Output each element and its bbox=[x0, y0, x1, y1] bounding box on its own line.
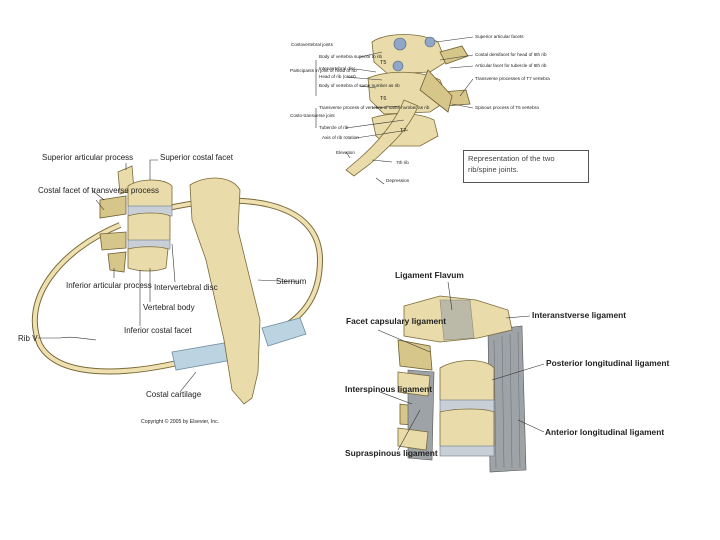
label-superior-facets: Superior articular facets bbox=[475, 34, 524, 39]
vertebra-mark-t5: T5 bbox=[380, 60, 386, 66]
superior-facet-mark bbox=[424, 36, 436, 48]
label-superior-costal: Superior costal facet bbox=[160, 153, 234, 162]
label-interspinous: Interspinous ligament bbox=[345, 384, 432, 394]
label-body-superior: Body of vertebra superior to rib bbox=[319, 54, 383, 59]
label-costotransverse: Costo-transverse joint bbox=[290, 113, 335, 118]
label-rib-v: Rib V bbox=[18, 334, 38, 343]
sternum bbox=[189, 177, 261, 405]
spinous-processes bbox=[397, 371, 431, 451]
label-transverse-same: Transverse process of vertebra of same n… bbox=[319, 105, 430, 110]
right-leader-lines bbox=[377, 281, 545, 451]
label-ligament-flavum: Ligament Flavum bbox=[395, 270, 464, 280]
disc-ligament-lower bbox=[439, 445, 495, 457]
superior-facet-mark bbox=[393, 37, 407, 51]
caption-text: Representation of the two rib/spine join… bbox=[468, 154, 555, 174]
spinous-process bbox=[419, 69, 453, 113]
label-superior-articular: Superior articular process bbox=[42, 153, 133, 162]
costal-cartilage-back bbox=[261, 317, 307, 347]
rib-v-inner bbox=[32, 223, 231, 374]
label-body-same: Body of vertebra of same number as rib bbox=[319, 83, 400, 88]
right-diagram: Ligament Flavum Interanstverse ligament … bbox=[345, 270, 670, 473]
ligament-fibers bbox=[493, 331, 521, 469]
inferior-articular-process bbox=[107, 251, 127, 273]
label-facet-capsulary: Facet capsulary ligament bbox=[346, 316, 446, 326]
label-tubercle: Tubercle of rib bbox=[319, 125, 349, 130]
top-right-leader-lines bbox=[435, 36, 474, 109]
label-supraspinous: Supraspinous ligament bbox=[345, 448, 438, 458]
label-head-of-rib: Head of rib (crest) bbox=[319, 74, 356, 79]
label-costal-demifacet: Costal demifacet for head of 6th rib bbox=[475, 52, 547, 57]
vertebral-body-lower bbox=[127, 246, 169, 272]
vertebra-mark-t6: T6 bbox=[380, 96, 386, 102]
top-leader-lines bbox=[315, 51, 409, 139]
label-vertebral-body: Vertebral body bbox=[143, 303, 195, 312]
label-spinous-t6: Spinous process of T6 vertebra bbox=[475, 105, 539, 110]
motion-arrows bbox=[345, 151, 393, 185]
vertebral-body-ligament-lower bbox=[439, 408, 495, 451]
label-interanstverse: Interanstverse ligament bbox=[532, 310, 626, 320]
copyright-text: Copyright © 2005 by Elsevier, Inc. bbox=[141, 418, 219, 425]
label-anterior-long: Anterior longitudinal ligament bbox=[545, 427, 664, 437]
label-intervertebral-disc: Intervertebral disc bbox=[154, 283, 218, 292]
left-diagram: Superior articular process Superior cost… bbox=[18, 153, 324, 425]
label-articular-facet: Articular facet for tubercle of 6th rib bbox=[475, 63, 547, 68]
transverse-process bbox=[99, 195, 127, 251]
label-7th-rib: 7th rib bbox=[396, 160, 409, 165]
seventh-rib bbox=[345, 99, 419, 177]
costal-demifacet-mark bbox=[392, 60, 404, 72]
left-leader-lines bbox=[38, 159, 301, 393]
label-participants: Participants in joint of head of rib bbox=[290, 68, 357, 73]
label-axis-rotation: Axis of rib rotation bbox=[322, 135, 359, 140]
label-costal-facet-transverse: Costal facet of transverse process bbox=[38, 186, 159, 195]
top-diagram: T5 T6 T7 Costovertebral joints Body of v… bbox=[290, 34, 550, 185]
caption-box: Representation of the two rib/spine join… bbox=[463, 150, 589, 183]
label-costovertebral: Costovertebral joints bbox=[291, 42, 334, 47]
label-inferior-costal: Inferior costal facet bbox=[124, 326, 192, 335]
label-transverse-t7: Transverse processes of T7 vertebra bbox=[475, 76, 550, 81]
label-intervertebral-disc-top: Intervertebral disc bbox=[319, 66, 356, 71]
vertebral-body-ligament bbox=[439, 360, 495, 407]
label-posterior-long: Posterior longitudinal ligament bbox=[546, 358, 670, 368]
ligament-flavum bbox=[439, 299, 475, 341]
label-inferior-articular: Inferior articular process bbox=[66, 281, 152, 290]
label-elevation: Elevation bbox=[336, 150, 355, 155]
label-costal-cartilage: Costal cartilage bbox=[146, 390, 202, 399]
costal-cartilage bbox=[171, 341, 233, 371]
label-depression: Depression bbox=[386, 178, 410, 183]
